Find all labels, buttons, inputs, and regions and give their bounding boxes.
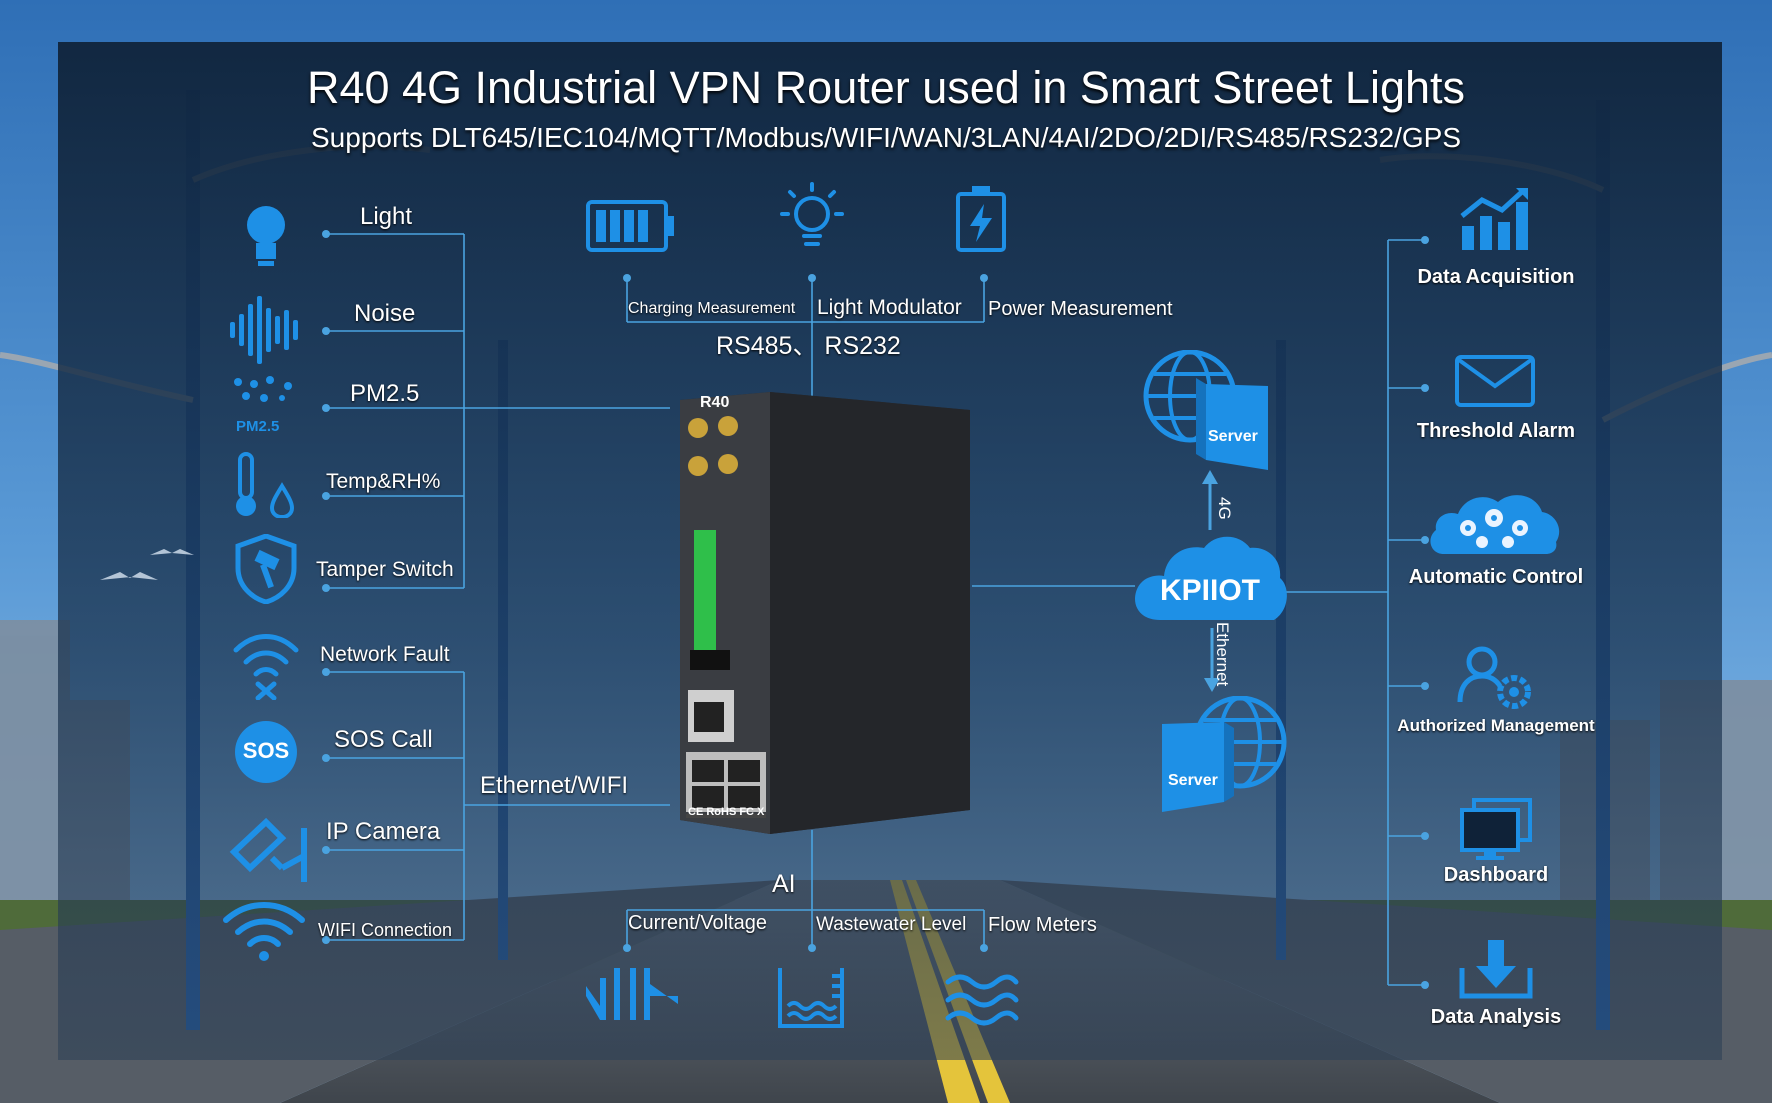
bottom-label-flow-meters: Flow Meters [988,914,1097,936]
connector-lines [326,233,1425,986]
router-model-label: R40 [700,394,730,411]
wifi-connection-icon [223,902,305,961]
network-label-sos: SOS Call [334,726,433,753]
network-label-fault: Network Fault [320,643,450,666]
kpiiot-cloud-icon [1135,536,1287,620]
automatic-control-gears-cloud-icon [1430,495,1560,554]
top-label-charging: Charging Measurement [628,300,796,317]
sensor-label-light: Light [360,203,413,230]
pm25-icon-label: PM2.5 [236,418,280,435]
r40-router-device [680,392,970,834]
server-globe-icon-bottom [1162,696,1287,812]
ip-camera-icon [229,817,307,882]
sos-icon-label: SOS [242,738,290,763]
tamper-shield-icon [235,534,297,604]
bottom-label-wastewater-level: Wastewater Level [816,914,967,935]
wastewater-level-icon [778,968,844,1028]
function-label-authorized-management: Authorized Management [1397,716,1595,735]
sensor-label-tamper-switch: Tamper Switch [316,558,454,581]
bus-label-rs485-rs232: RS485、 RS232 [716,332,901,360]
threshold-alarm-envelope-icon [1455,355,1535,407]
authorized-management-user-gear-icon [1457,646,1531,709]
cloud-platform-label: KPIIOT [1159,574,1260,607]
data-analysis-download-icon [1459,940,1533,999]
link-label-ethernet: Ethernet [1213,622,1232,687]
top-label-power-measurement: Power Measurement [988,298,1173,320]
server-top-label: Server [1208,428,1258,445]
dashboard-monitors-icon [1460,798,1532,860]
function-label-dashboard: Dashboard [1443,864,1549,886]
server-globe-icon-top [1143,350,1268,470]
current-voltage-icon [586,968,678,1020]
bottom-label-current-voltage: Current/Voltage [628,912,767,934]
lightbulb-icon [247,206,285,266]
bus-label-ai: AI [772,870,796,898]
top-label-light-modulator: Light Modulator [817,296,962,319]
pm25-dust-icon [234,376,292,402]
function-label-threshold-alarm: Threshold Alarm [1416,420,1576,442]
link-label-4g: 4G [1215,497,1234,520]
sensor-label-pm25: PM2.5 [350,380,420,407]
function-label-automatic-control: Automatic Control [1408,566,1584,588]
network-label-ip-camera: IP Camera [326,818,441,845]
light-bulb-glow-icon [780,182,844,246]
network-label-wifi-connection: WIFI Connection [318,920,453,940]
sound-wave-icon [230,296,298,364]
power-bolt-icon [956,186,1006,252]
sensor-label-noise: Noise [354,300,416,327]
page-title: R40 4G Industrial VPN Router used in Sma… [306,62,1466,113]
flow-meter-wave-icon [945,974,1019,1026]
battery-icon [586,200,674,252]
function-label-data-acquisition: Data Acquisition [1417,266,1575,288]
thermometer-humidity-icon [236,452,295,518]
router-certification-marks: CE RoHS FC X [688,806,765,818]
server-bottom-label: Server [1168,772,1218,789]
page-subtitle: Supports DLT645/IEC104/MQTT/Modbus/WIFI/… [311,122,1461,153]
bus-label-ethernet-wifi: Ethernet/WIFI [480,772,629,799]
network-fault-wifi-icon [233,634,299,700]
data-acquisition-chart-icon [1460,188,1528,250]
function-label-data-analysis: Data Analysis [1430,1006,1562,1028]
sos-call-icon [235,721,297,783]
sensor-label-temp-rh: Temp&RH% [326,470,441,493]
